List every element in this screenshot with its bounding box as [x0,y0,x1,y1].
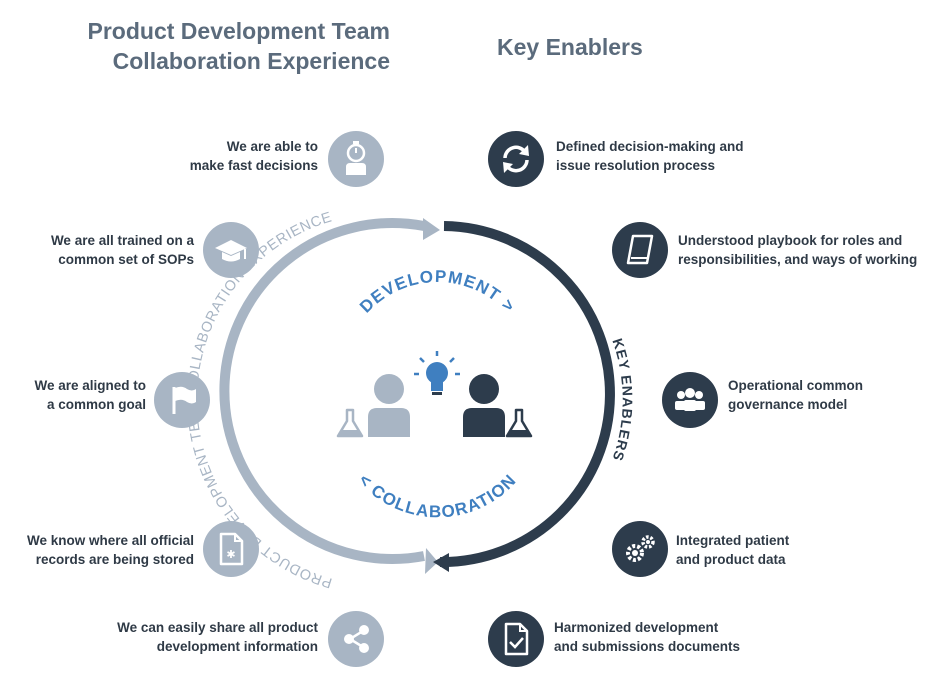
enablers-arc-arrowhead [433,553,449,572]
experience-heading: Product Development Team Collaboration E… [40,16,390,76]
graduation-cap-icon [203,222,259,278]
enablers-heading-text: Key Enablers [497,34,643,60]
stopwatch-person-icon [328,131,384,187]
enablers-heading: Key Enablers [497,32,643,62]
experience-heading-text: Product Development Team Collaboration E… [87,18,390,74]
enabler-label-decision-making: Defined decision-making and issue resolu… [556,139,744,173]
experience-label-fast-decisions: We are able to make fast decisions [189,139,318,173]
book-icon [612,222,668,278]
refresh-icon [488,131,544,187]
development-label: DEVELOPMENT > [356,267,519,317]
right-flask-icon [505,408,533,438]
share-icon [328,611,384,667]
right-person-icon [463,374,505,437]
collaboration-label: < COLLABORATION [355,470,520,521]
experience-label-records: We know where all official records are b… [26,533,194,567]
left-flask-icon [336,408,364,438]
experience-label-share: We can easily share all product developm… [117,620,318,654]
enabler-label-harmonized-docs: Harmonized development and submissions d… [554,620,741,654]
left-person-icon [368,374,410,437]
enablers-arc [439,221,615,568]
collaboration-illustration [336,351,533,438]
collaboration-label-text: < COLLABORATION [355,470,519,521]
flag-icon [154,372,210,428]
document-icon: ✱ [203,521,259,577]
enabler-label-integrated-data: Integrated patient and product data [676,533,790,567]
development-label-text: DEVELOPMENT > [356,267,518,317]
lightbulb-icon [414,351,460,395]
checked-document-icon [488,611,544,667]
experience-arc-arrowhead-top [423,218,440,240]
experience-label-sops: We are all trained on a common set of SO… [50,233,194,267]
experience-arc [219,218,425,564]
enabler-label-playbook: Understood playbook for roles and respon… [678,233,918,267]
enabler-label-governance: Operational common governance model [728,378,864,412]
experience-label-common-goal: We are aligned to a common goal [34,378,146,412]
group-icon [662,372,718,428]
gears-icon [612,521,668,577]
experience-arc-arrowhead-bottom [425,548,438,574]
svg-text:✱: ✱ [226,548,235,561]
